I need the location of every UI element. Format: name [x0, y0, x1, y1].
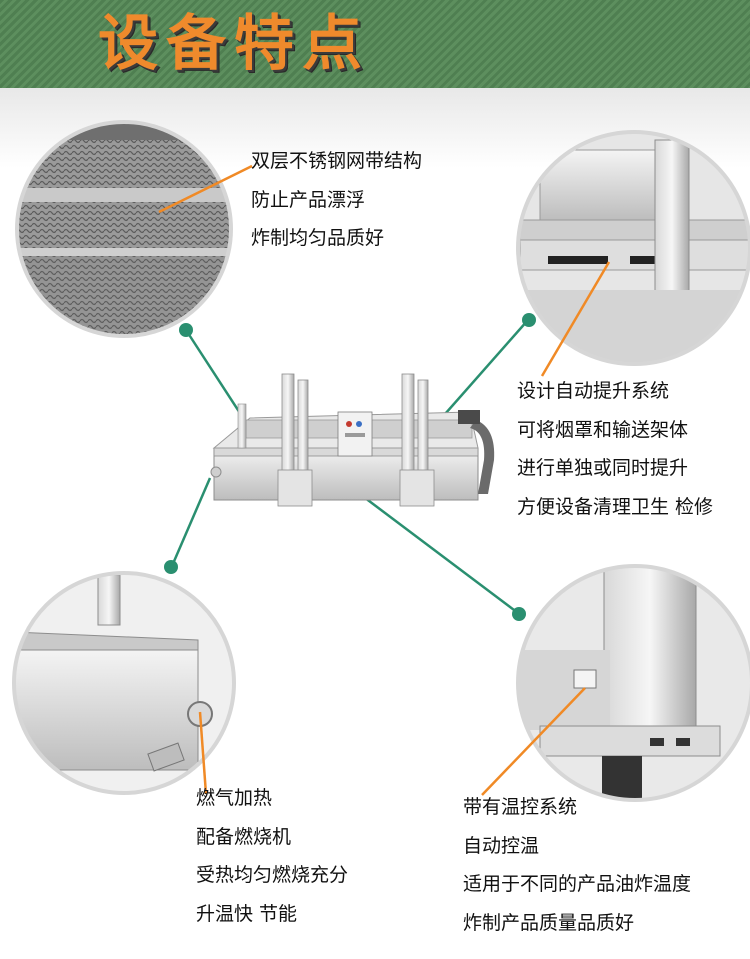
feature-line: 适用于不同的产品油炸温度: [463, 873, 692, 895]
temp-control-photo: [481, 564, 750, 802]
callout-line-temp: [481, 687, 586, 796]
page-title: 设备特点: [98, 9, 370, 79]
feature-line: 配备燃烧机: [196, 825, 292, 848]
connector-dots: [164, 313, 536, 621]
feature-mesh-belt: 双层不锈钢网带结构 防止产品漂浮 炸制均匀品质好: [251, 142, 422, 258]
mesh-belt-photo: [15, 120, 253, 338]
feature-auto-lift: 设计自动提升系统 可将烟罩和输送架体 进行单独或同时提升 方便设备清理卫生 检修: [517, 372, 713, 526]
feature-line: 方便设备清理卫生 检修: [517, 495, 714, 518]
callout-line-lift: [540, 261, 611, 377]
feature-temp-control: 带有温控系统 自动控温 适用于不同的产品油炸温度 炸制产品质量品质好: [463, 788, 691, 942]
feature-line: 受热均匀燃烧充分: [196, 864, 349, 886]
feature-line: 双层不锈钢网带结构: [251, 150, 423, 172]
header-banner: 设备特点: [0, 0, 750, 88]
feature-line: 设计自动提升系统: [517, 380, 670, 402]
feature-gas-heating: 燃气加热 配备燃烧机 受热均匀燃烧充分 升温快 节能: [196, 779, 348, 933]
feature-line: 可将烟罩和输送架体: [517, 418, 689, 441]
gas-heating-photo: [12, 571, 236, 795]
callout-line-mesh: [158, 164, 253, 214]
feature-line: 升温快 节能: [196, 902, 298, 925]
fryer-machine: [210, 373, 495, 507]
auto-lift-photo: [516, 130, 750, 377]
callout-line-gas: [198, 711, 208, 795]
feature-line: 自动控温: [463, 834, 540, 857]
feature-line: 防止产品漂浮: [251, 188, 366, 211]
feature-line: 带有温控系统: [463, 796, 578, 818]
feature-line: 炸制产品质量品质好: [463, 911, 635, 934]
feature-line: 燃气加热: [196, 787, 273, 809]
feature-line: 进行单独或同时提升: [517, 457, 689, 479]
feature-line: 炸制均匀品质好: [251, 227, 385, 249]
